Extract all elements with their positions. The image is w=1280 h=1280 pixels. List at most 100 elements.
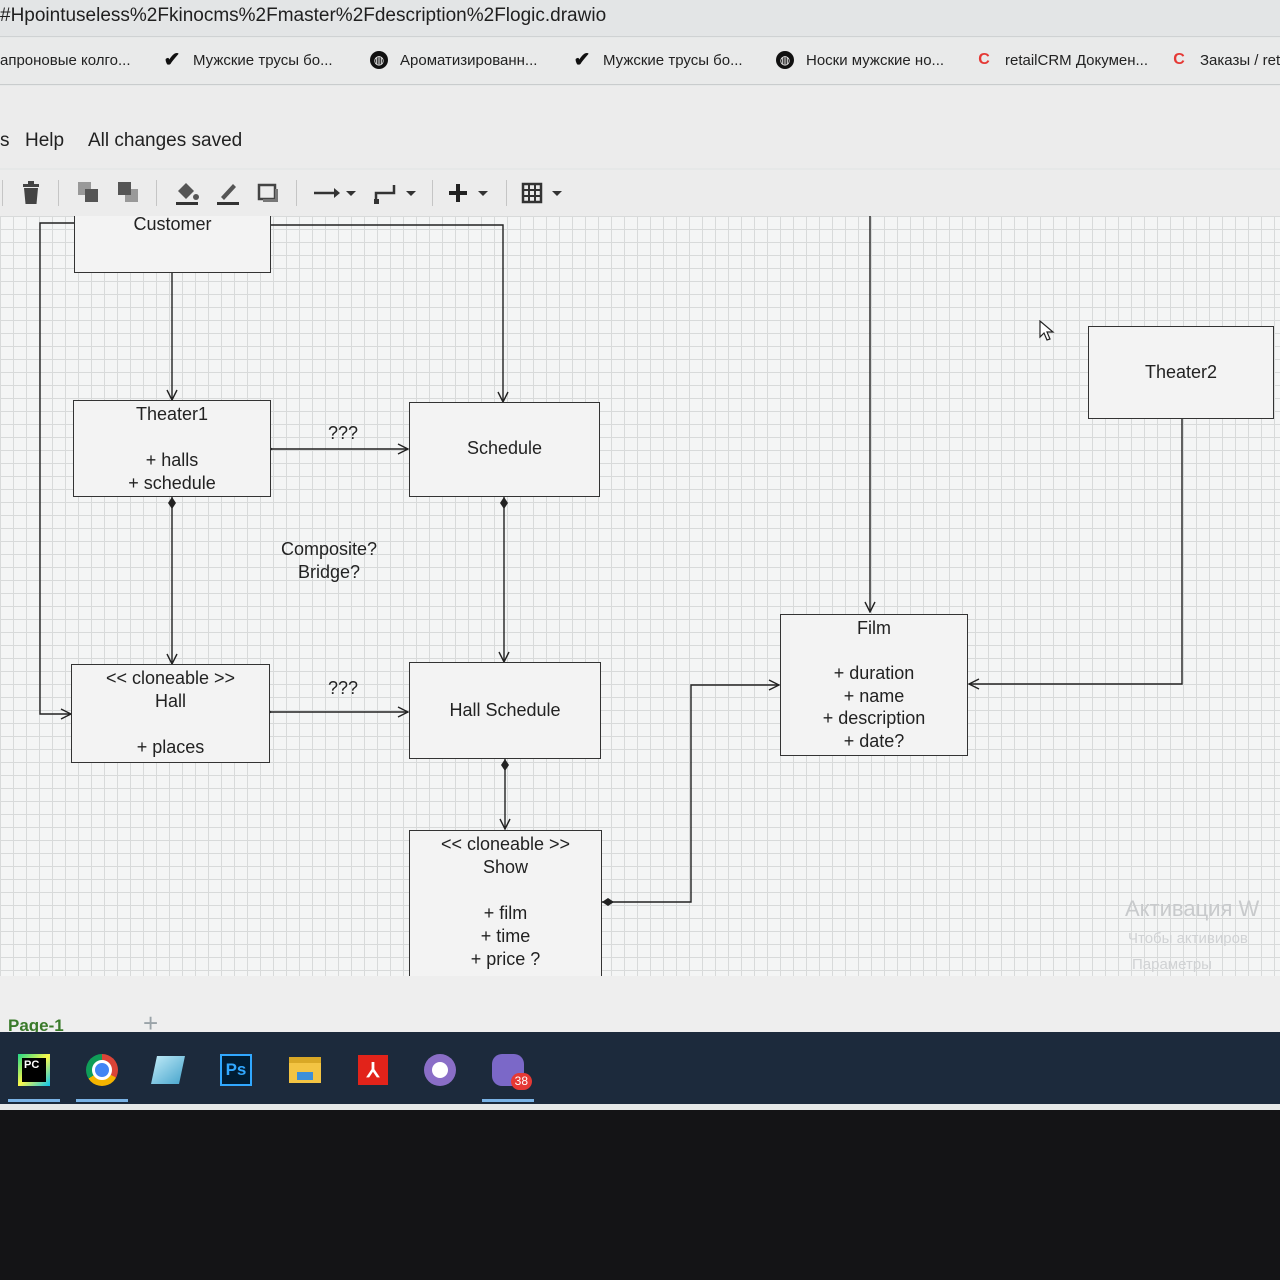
toolbar (0, 170, 1280, 217)
fill-color-icon[interactable] (170, 176, 204, 210)
bookmark-6[interactable]: C Заказы / ret (1170, 46, 1280, 74)
url-text[interactable]: #Hpointuseless%2Fkinocms%2Fmaster%2Fdesc… (0, 5, 607, 26)
node-customer[interactable]: Customer (74, 216, 271, 273)
taskbar-photoshop[interactable]: Ps (206, 1044, 266, 1096)
notification-badge: 38 (510, 1073, 532, 1090)
bookmarks-bar: апроновые колго... ✔ Мужские трусы бо...… (0, 38, 1280, 85)
photoshop-icon: Ps (220, 1054, 252, 1086)
taskbar-pycharm[interactable]: PC (4, 1044, 64, 1102)
bookmark-0[interactable]: апроновые колго... (0, 46, 131, 74)
bookmark-2[interactable]: ◍ Ароматизированн... (370, 46, 537, 74)
node-line: + halls (145, 450, 199, 470)
node-hall-schedule[interactable]: Hall Schedule (409, 662, 601, 759)
edge-theater2-film (969, 419, 1183, 684)
save-status: All changes saved (88, 130, 243, 151)
node-line: + price ? (470, 949, 541, 969)
node-film[interactable]: Film + duration + name + description + d… (780, 614, 968, 756)
bookmark-4[interactable]: ◍ Носки мужские но... (776, 46, 944, 74)
node-line: + duration (833, 663, 915, 683)
shadow-icon[interactable] (252, 176, 286, 210)
insert-icon[interactable] (446, 176, 492, 210)
page-tab[interactable]: Page-1 (8, 1016, 64, 1035)
bookmark-label: retailCRM Докумен... (1005, 51, 1149, 69)
pattern-note[interactable]: Composite? Bridge? (262, 538, 396, 584)
pattern-note-line: Bridge? (297, 562, 361, 582)
node-line: + description (822, 708, 926, 728)
pattern-note-line: Composite? (280, 539, 378, 559)
node-line: Film (857, 618, 891, 638)
connection-icon[interactable] (312, 176, 358, 210)
node-line (74, 426, 270, 449)
node-line: Theater2 (1144, 362, 1218, 382)
menu-item-help[interactable]: Help (25, 130, 65, 151)
taskbar-chrome[interactable] (72, 1044, 132, 1102)
toolbar-separator (156, 180, 157, 206)
node-line: << cloneable >> (105, 668, 236, 688)
node-theater2[interactable]: Theater2 (1088, 326, 1274, 419)
globe-icon: ◍ (776, 51, 794, 69)
taskbar-github[interactable] (410, 1044, 470, 1096)
taskbar-viber[interactable]: 38 (478, 1044, 538, 1102)
line-color-icon[interactable] (211, 176, 245, 210)
node-line: + name (843, 685, 905, 706)
node-schedule[interactable]: Schedule (409, 402, 600, 497)
node-line: + time (480, 926, 531, 946)
to-front-icon[interactable] (72, 176, 106, 210)
menu-item-partial[interactable]: s (0, 130, 10, 151)
connectors-layer (39, 216, 1183, 976)
node-line: Hall (154, 691, 186, 711)
edge-customer-schedule (270, 224, 503, 402)
activation-watermark: Активация W (1125, 896, 1260, 921)
bookmark-label: апроновые колго... (0, 51, 131, 69)
page-tabs-bar: Page-1 + (0, 976, 1280, 1038)
toolbar-separator (2, 180, 3, 206)
address-bar[interactable]: #Hpointuseless%2Fkinocms%2Fmaster%2Fdesc… (0, 0, 1280, 37)
taskbar: PC Ps ⅄ 38 (0, 1032, 1280, 1104)
crm-icon: C (978, 51, 990, 68)
crm-icon: C (1173, 51, 1185, 68)
file-explorer-icon (289, 1057, 321, 1083)
activation-watermark-sub: Параметры (1132, 956, 1212, 973)
table-icon[interactable] (520, 176, 566, 210)
node-line: + date? (843, 730, 905, 751)
node-line: Customer (133, 216, 212, 234)
node-line: Schedule (466, 438, 543, 458)
node-line (72, 713, 269, 736)
menu-bar: s Help All changes saved (0, 86, 1280, 168)
waypoints-icon[interactable] (372, 176, 418, 210)
edge-label-question[interactable]: ??? (328, 678, 359, 698)
bookmark-label: Мужские трусы бо... (603, 51, 743, 69)
to-back-icon[interactable] (112, 176, 146, 210)
check-icon: ✔ (573, 49, 591, 71)
node-line (781, 640, 967, 663)
pycharm-label: PC (22, 1058, 46, 1082)
screen: #Hpointuseless%2Fkinocms%2Fmaster%2Fdesc… (0, 0, 1280, 1110)
bookmark-label: Заказы / ret (1200, 51, 1280, 69)
toolbar-separator (432, 180, 433, 206)
diagram-canvas[interactable]: Customer Theater1 + halls + schedule Sch… (0, 216, 1280, 976)
globe-icon: ◍ (370, 51, 388, 69)
pycharm-icon: PC (18, 1054, 50, 1086)
mouse-cursor-icon (1039, 320, 1055, 341)
delete-icon[interactable] (14, 176, 48, 210)
node-line: + places (136, 737, 205, 757)
taskbar-notes[interactable] (138, 1044, 198, 1096)
node-show[interactable]: << cloneable >> Show + film + time + pri… (409, 830, 602, 976)
edge-label-question[interactable]: ??? (328, 423, 359, 443)
chrome-icon (86, 1054, 118, 1086)
github-icon (424, 1054, 456, 1086)
acrobat-icon: ⅄ (358, 1055, 388, 1085)
add-page-button[interactable]: + (143, 1008, 159, 1038)
bookmark-1[interactable]: ✔ Мужские трусы бо... (163, 46, 333, 74)
node-line: Hall Schedule (449, 700, 561, 720)
bookmark-3[interactable]: ✔ Мужские трусы бо... (573, 46, 743, 74)
edge-customer-hall (39, 222, 74, 714)
taskbar-acrobat[interactable]: ⅄ (343, 1044, 403, 1096)
node-theater1[interactable]: Theater1 + halls + schedule (73, 400, 271, 497)
node-hall[interactable]: << cloneable >> Hall + places (71, 664, 270, 763)
taskbar-file-explorer[interactable] (275, 1044, 335, 1096)
bookmark-label: Носки мужские но... (806, 51, 945, 69)
node-line: Show (482, 857, 529, 877)
bookmark-label: Мужские трусы бо... (193, 51, 333, 69)
bookmark-5[interactable]: C retailCRM Докумен... (975, 46, 1148, 74)
